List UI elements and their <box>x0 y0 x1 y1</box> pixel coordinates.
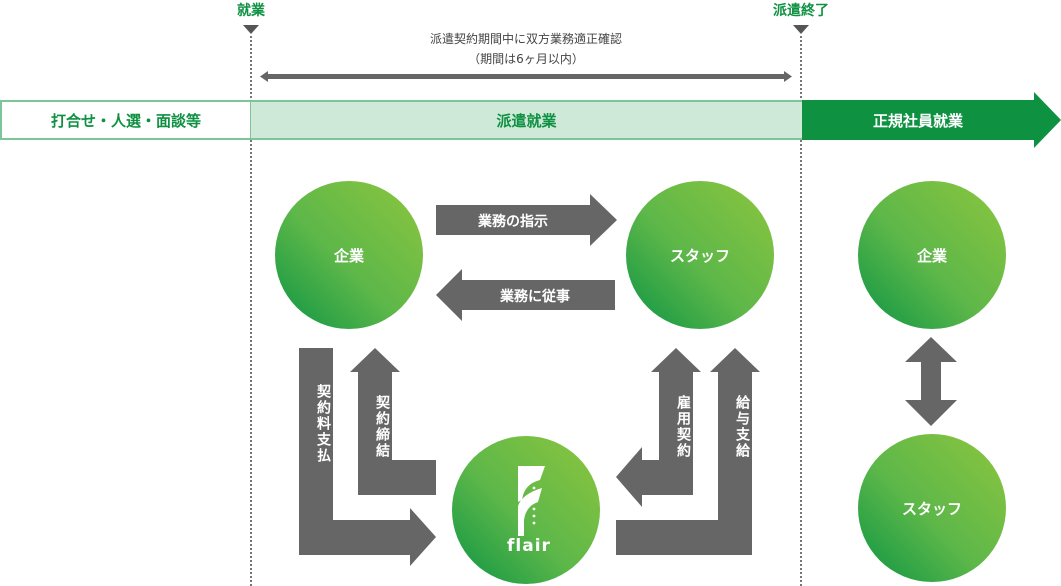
contract-signing-label: 契約締結 <box>374 395 390 459</box>
phase-regular: 正規社員就業 <box>802 100 1034 140</box>
employment-contract-arrow <box>616 348 701 507</box>
instruction-label: 業務の指示 <box>478 214 548 230</box>
flair-logo-text: flair <box>507 536 551 556</box>
phase-regular-label: 正規社員就業 <box>872 111 963 130</box>
regular-relationship-double-arrow-icon <box>905 337 957 426</box>
regular-staff-circle: スタッフ <box>858 434 1006 582</box>
start-marker-label: 就業 <box>237 3 265 19</box>
period-note-line2: （期間は6ヶ月以内） <box>468 52 584 66</box>
start-marker-line <box>250 36 252 586</box>
employment-contract-label: 雇用契約 <box>675 395 691 459</box>
engagement-label: 業務に従事 <box>500 289 570 305</box>
regular-company-label: 企業 <box>916 246 947 265</box>
end-marker-label: 派遣終了 <box>773 3 829 19</box>
period-double-arrow-icon <box>260 71 792 82</box>
phase-dispatch: 派遣就業 <box>251 100 802 140</box>
fee-payment-arrow <box>299 348 436 566</box>
phase-preparation-label: 打合せ・人選・面談等 <box>50 111 201 130</box>
period-note-line1: 派遣契約期間中に双方業務適正確認 <box>429 32 623 46</box>
dispatch-staff-label: スタッフ <box>669 246 730 265</box>
end-marker-line <box>800 36 802 586</box>
dispatch-staff-circle: スタッフ <box>626 181 774 329</box>
engagement-arrow <box>436 269 615 321</box>
regular-company-circle: 企業 <box>858 181 1006 329</box>
agency-circle: flair <box>452 436 600 584</box>
salary-payment-arrow <box>616 348 760 555</box>
end-marker-triangle-icon <box>793 25 809 34</box>
start-marker-triangle-icon <box>243 25 259 34</box>
regular-staff-label: スタッフ <box>901 499 962 518</box>
flair-logo-icon <box>518 466 545 536</box>
fee-payment-label: 契約料支払 <box>315 384 331 464</box>
instruction-arrow <box>436 194 617 246</box>
phase-dispatch-label: 派遣就業 <box>496 111 557 130</box>
regular-employment-band-arrow <box>802 92 1061 148</box>
dispatch-company-label: 企業 <box>333 246 364 265</box>
period-note: 派遣契約期間中に双方業務適正確認 （期間は6ヶ月以内） <box>430 29 622 69</box>
phase-preparation: 打合せ・人選・面談等 <box>0 100 252 140</box>
contract-signing-arrow <box>350 348 436 495</box>
dispatch-company-circle: 企業 <box>275 181 423 329</box>
salary-payment-label: 給与支給 <box>734 395 750 459</box>
